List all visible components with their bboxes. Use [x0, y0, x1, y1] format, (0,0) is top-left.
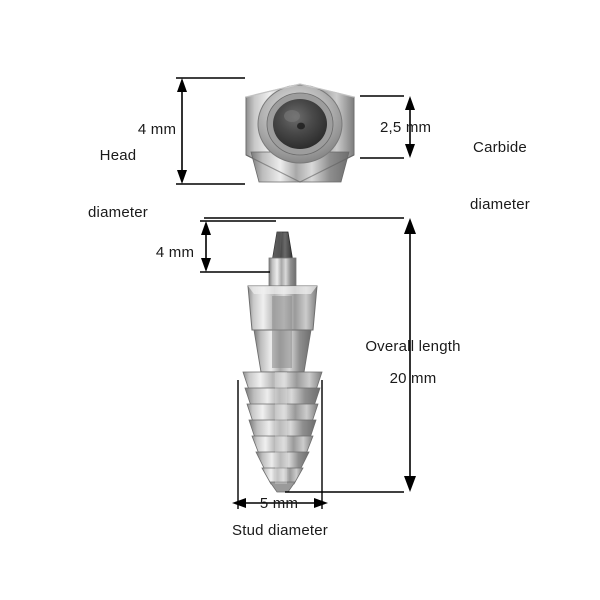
carbide-diameter-dimension	[360, 95, 415, 159]
overall-length-label: Overall length	[365, 338, 461, 355]
stud-diameter-dimension	[232, 380, 328, 509]
side-view-stud-image	[242, 231, 323, 493]
head-diameter-value: 4 mm	[137, 121, 177, 138]
tip-length-dimension	[200, 220, 276, 273]
overall-length-value: 20 mm	[389, 370, 437, 387]
carbide-diameter-label: Carbide diameter	[440, 100, 560, 252]
stud-diameter-label: Stud diameter	[232, 522, 328, 539]
head-diameter-label-line1: Head	[99, 147, 137, 164]
top-view-stud-image	[245, 83, 355, 183]
tip-length-value: 4 mm	[155, 244, 195, 261]
head-diameter-label-line2: diameter	[88, 204, 148, 221]
carbide-diameter-label-line1: Carbide	[473, 139, 527, 156]
carbide-diameter-value: 2,5 mm	[380, 119, 432, 136]
overall-length-dimension	[204, 217, 416, 493]
head-diameter-label: Head diameter	[58, 108, 178, 260]
carbide-diameter-label-line2: diameter	[470, 196, 530, 213]
head-diameter-dimension	[176, 77, 245, 185]
stud-diameter-value: 5 mm	[259, 495, 299, 512]
